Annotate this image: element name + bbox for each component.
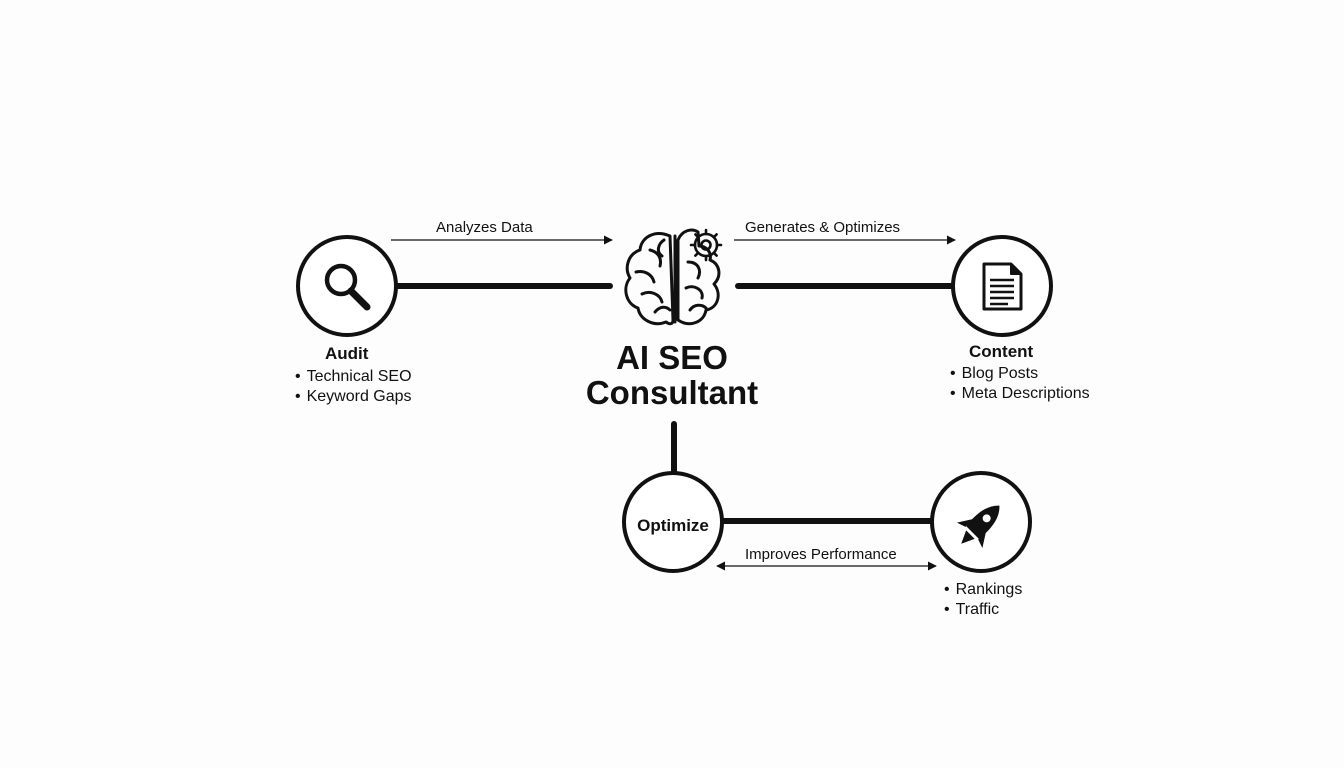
- center-title-line-1: AI SEO: [616, 339, 728, 376]
- list-item: Technical SEO: [295, 367, 412, 387]
- list-item: Meta Descriptions: [950, 384, 1090, 404]
- list-item: Rankings: [944, 580, 1023, 600]
- audit-node-circle[interactable]: [296, 235, 398, 337]
- document-icon: [982, 262, 1023, 311]
- center-title-line-2: Consultant: [585, 374, 759, 411]
- list-item: Blog Posts: [950, 364, 1090, 384]
- content-node-list: Blog Posts Meta Descriptions: [950, 364, 1090, 404]
- edge-label-analyzes-data: Analyzes Data: [436, 219, 533, 236]
- rocket-icon: [956, 505, 1000, 549]
- optimize-node-title: Optimize: [637, 516, 709, 535]
- list-item: Keyword Gaps: [295, 387, 412, 407]
- edge-label-improves-performance: Improves Performance: [745, 546, 897, 563]
- center-title: AI SEO Consultant: [552, 340, 792, 410]
- optimize-node-circle[interactable]: [622, 471, 724, 573]
- results-node-list: Rankings Traffic: [944, 580, 1023, 620]
- content-node-title: Content: [969, 342, 1034, 361]
- edge-label-generates-optimizes: Generates & Optimizes: [745, 219, 901, 236]
- audit-node-list: Technical SEO Keyword Gaps: [295, 367, 412, 407]
- list-item: Traffic: [944, 600, 1022, 620]
- audit-node-title: Audit: [325, 344, 369, 363]
- brain-gear-icon: [624, 228, 723, 326]
- magnifier-icon: [324, 263, 371, 311]
